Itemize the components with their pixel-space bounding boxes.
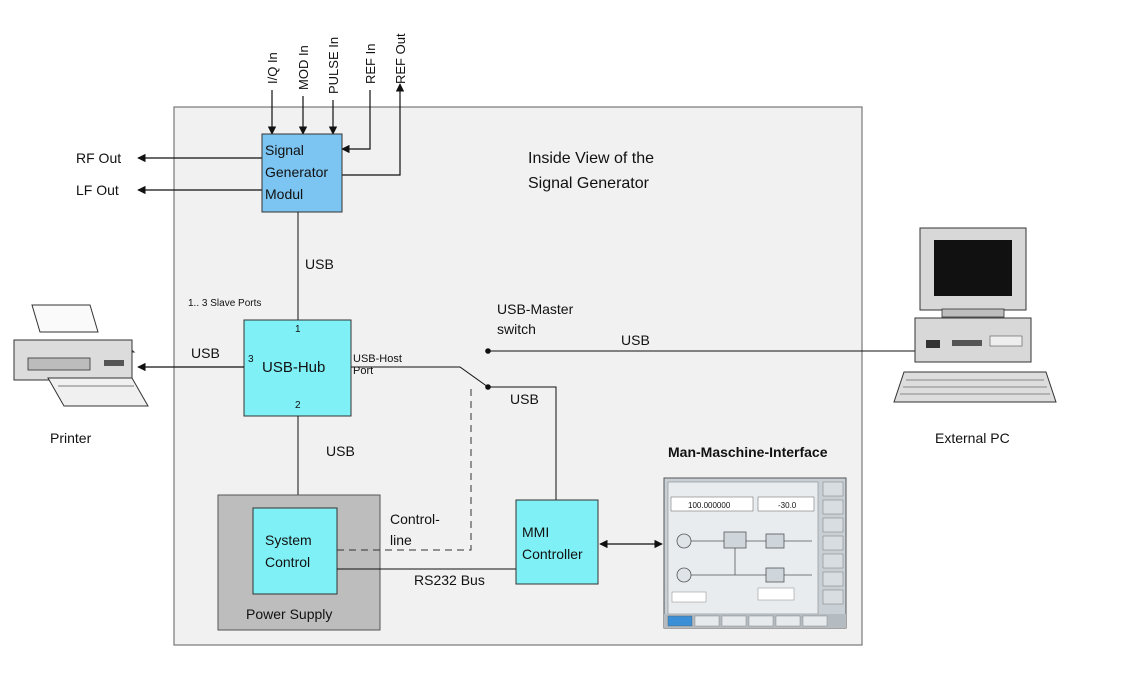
master-switch-line2: switch <box>497 321 536 337</box>
lf-out-label: LF Out <box>76 182 119 198</box>
mmi-controller <box>515 499 599 585</box>
signal-module-line3: Modul <box>265 186 303 202</box>
host-port-line2: Port <box>353 365 373 377</box>
synth-block-icon <box>723 531 747 549</box>
rf-block-b-icon <box>765 567 785 583</box>
power-supply-label: Power Supply <box>246 606 332 622</box>
hub-port3: 3 <box>248 354 254 365</box>
usb-label-mmi: USB <box>510 391 539 407</box>
enclosure-title-line1: Inside View of the <box>528 150 654 167</box>
printer-label: Printer <box>50 430 92 446</box>
rf-out-label: RF Out <box>76 150 121 166</box>
rf-block-a-icon <box>765 533 785 549</box>
external-pc-label: External PC <box>935 430 1010 446</box>
host-port-line1: USB-Host <box>353 353 402 365</box>
pulse-in-label: PULSE In <box>326 37 341 94</box>
system-control <box>252 507 338 595</box>
mmi-side-keys <box>822 481 844 605</box>
level-value: -30.0 <box>778 501 797 510</box>
mod-source-b-icon <box>676 567 692 583</box>
ref-out-arrow <box>342 83 405 176</box>
usb-hub-label: USB-Hub <box>262 359 325 376</box>
rs232-label: RS232 Bus <box>414 572 485 588</box>
level-field <box>757 496 815 512</box>
ref-in-arrow <box>341 90 371 154</box>
mmi-controller-line1: MMI <box>522 524 549 540</box>
usb-label-printer: USB <box>191 345 220 361</box>
enclosure-title-line2: Signal Generator <box>528 175 650 192</box>
usb-label-pc: USB <box>621 332 650 348</box>
usb-hub <box>243 319 352 417</box>
mod-in-label: MOD In <box>296 45 311 90</box>
control-line-label2: line <box>390 532 412 548</box>
hub-port2: 2 <box>295 400 301 411</box>
control-line-label1: Control- <box>390 511 440 527</box>
printer-icon <box>13 304 149 407</box>
usb-link-mmi <box>488 386 557 500</box>
slave-ports-label: 1.. 3 Slave Ports <box>188 298 261 309</box>
ref-in-label: REF In <box>363 44 378 84</box>
system-control-line1: System <box>265 532 312 548</box>
signal-module-line1: Signal <box>265 142 304 158</box>
usb-label-bottom: USB <box>326 443 355 459</box>
frequency-value: 100.000000 <box>688 501 731 510</box>
mmi-controller-line2: Controller <box>522 546 583 562</box>
signal-generator-module <box>261 133 343 213</box>
mod-source-a-icon <box>676 533 692 549</box>
mmi-panel-title: Man-Maschine-Interface <box>668 444 828 460</box>
mmi-softkey-1 <box>667 615 693 627</box>
external-pc-icon <box>893 227 1057 403</box>
control-line <box>337 384 472 551</box>
hub-port1: 1 <box>295 324 301 335</box>
host-port-line <box>351 366 489 388</box>
master-switch-line1: USB-Master <box>497 301 574 317</box>
system-control-line2: Control <box>265 554 310 570</box>
frequency-field <box>670 496 754 512</box>
iq-in-label: I/Q In <box>265 52 280 84</box>
signal-module-line2: Generator <box>265 164 328 180</box>
mmi-panel: 100.000000 -30.0 <box>663 477 847 629</box>
ref-out-label: REF Out <box>393 33 408 84</box>
usb-label-top: USB <box>305 256 334 272</box>
